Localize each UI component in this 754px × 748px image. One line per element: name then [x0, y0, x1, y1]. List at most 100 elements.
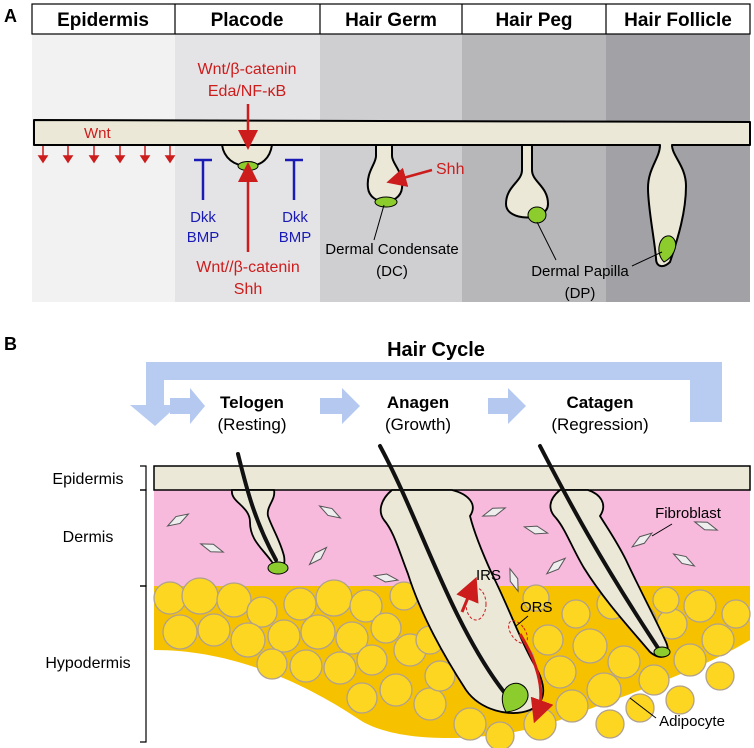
- telogen-follicle: [231, 452, 289, 575]
- adipocyte-cell: [705, 661, 735, 691]
- germ-condensate: [374, 196, 398, 208]
- placode-condensate: [237, 161, 259, 171]
- adipocyte-cell: [197, 613, 231, 647]
- adipocyte-cell: [356, 644, 388, 676]
- adipocyte-cell: [485, 721, 515, 748]
- signal-top-line2: Eda/NF-κB: [208, 83, 286, 100]
- adipocyte-cell: [607, 645, 641, 679]
- adipocyte-cell: [370, 612, 402, 644]
- shh-arrow: [386, 167, 433, 187]
- cycle-loop: [130, 362, 722, 426]
- dp-pointer: [536, 221, 557, 261]
- phase-sub: (Regression): [551, 415, 648, 434]
- stage-label: Hair Follicle: [624, 10, 732, 31]
- phase-name: Telogen: [220, 393, 284, 412]
- adipocyte-label: Adipocyte: [659, 713, 725, 730]
- adipocyte-cell: [555, 689, 589, 723]
- bmp-right: BMP: [279, 229, 312, 246]
- ors-label: ORS: [520, 599, 553, 616]
- fibroblast-label: Fibroblast: [655, 505, 722, 522]
- dkk-right: Dkk: [282, 209, 308, 226]
- dc-label-line1: Dermal Condensate: [325, 241, 458, 258]
- adipocyte-cell: [413, 687, 447, 721]
- phase-sub: (Resting): [218, 415, 287, 434]
- adipocyte-cell: [683, 589, 717, 623]
- panel-b-label: B: [4, 334, 17, 354]
- adipocyte-cell: [561, 599, 591, 629]
- catagen-follicle: [538, 444, 671, 658]
- fibroblast-cell: [166, 513, 190, 527]
- phase-name: Catagen: [566, 393, 633, 412]
- adipocyte-cell: [721, 599, 751, 629]
- adipocyte-cell: [665, 685, 695, 715]
- peg-papilla: [527, 206, 547, 224]
- adipocyte-cell: [586, 672, 622, 708]
- layer-brackets: [140, 465, 147, 743]
- dp-label-line2: (DP): [565, 285, 596, 302]
- stage-header: Epidermis Placode Hair Germ Hair Peg Hai…: [31, 3, 751, 35]
- fibroblast-cell: [308, 546, 328, 566]
- adipocyte-cell: [300, 614, 336, 650]
- adipocyte-cell: [283, 587, 317, 621]
- adipocyte-cell: [267, 619, 301, 653]
- bg-epidermis: [32, 34, 175, 302]
- phase-name: Anagen: [387, 393, 449, 412]
- adipocyte-cell: [349, 589, 383, 623]
- wnt-arrows: [37, 146, 176, 164]
- adipocyte-cell: [379, 673, 413, 707]
- adipocyte-cell: [181, 577, 219, 615]
- fibroblasts: [166, 505, 719, 593]
- adipocyte-cell: [289, 649, 323, 683]
- adipocyte-cell: [701, 623, 735, 657]
- signal-bottom-line2: Shh: [234, 281, 262, 298]
- adipocyte-cell: [673, 643, 707, 677]
- adipocyte-cell: [230, 622, 266, 658]
- adipocyte-cell: [153, 581, 187, 615]
- adipocyte-cell: [523, 707, 557, 741]
- adipocyte-cell: [638, 664, 670, 696]
- panel-a-label: A: [4, 6, 17, 26]
- epidermis-layer: [153, 465, 751, 491]
- stage-label: Hair Germ: [345, 10, 437, 31]
- bmp-left: BMP: [187, 229, 220, 246]
- hair-cycle-title: Hair Cycle: [387, 339, 485, 361]
- layer-label: Hypodermis: [45, 655, 130, 672]
- phase-sub: (Growth): [385, 415, 451, 434]
- wnt-label: Wnt: [84, 125, 112, 142]
- adipocyte-cell: [424, 660, 456, 692]
- adipocyte-cell: [216, 582, 252, 618]
- adipocyte-cell: [346, 682, 378, 714]
- layer-label: Dermis: [63, 529, 114, 546]
- adipocyte-cell: [315, 579, 353, 617]
- dp-pointer-2: [631, 251, 663, 267]
- fibroblast-pointer: [651, 523, 673, 537]
- stage-label: Placode: [211, 10, 284, 31]
- signal-bottom-line1: Wnt//β-catenin: [196, 259, 299, 276]
- dc-pointer: [373, 204, 385, 241]
- irs-label: IRS: [476, 567, 501, 584]
- fibroblast-cell: [318, 505, 342, 519]
- stage-label: Epidermis: [57, 10, 149, 31]
- follicle-papilla: [658, 235, 677, 263]
- adipocyte-cell: [522, 584, 550, 612]
- fibroblast-cell: [509, 567, 519, 593]
- layer-label: Epidermis: [52, 471, 123, 488]
- dc-label-line2: (DC): [376, 263, 408, 280]
- adipocyte-cell: [335, 621, 369, 655]
- bg-hair-peg: [462, 34, 606, 302]
- adipocyte-cell: [652, 586, 680, 614]
- fibroblast-cell: [545, 557, 567, 575]
- adipocyte-pointer: [629, 697, 657, 719]
- adipocyte-cell: [595, 709, 625, 739]
- stage-label: Hair Peg: [495, 10, 572, 31]
- adipocyte-cell: [625, 693, 655, 723]
- adipocyte-cell: [323, 651, 357, 685]
- dkk-left: Dkk: [190, 209, 216, 226]
- adipocyte-cell: [572, 628, 608, 664]
- signal-top-line1: Wnt/β-catenin: [197, 61, 296, 78]
- fibroblast-cell: [372, 573, 400, 583]
- fibroblast-cell: [199, 543, 225, 553]
- ors-pointer: [515, 615, 529, 627]
- adipocyte-cell: [532, 624, 564, 656]
